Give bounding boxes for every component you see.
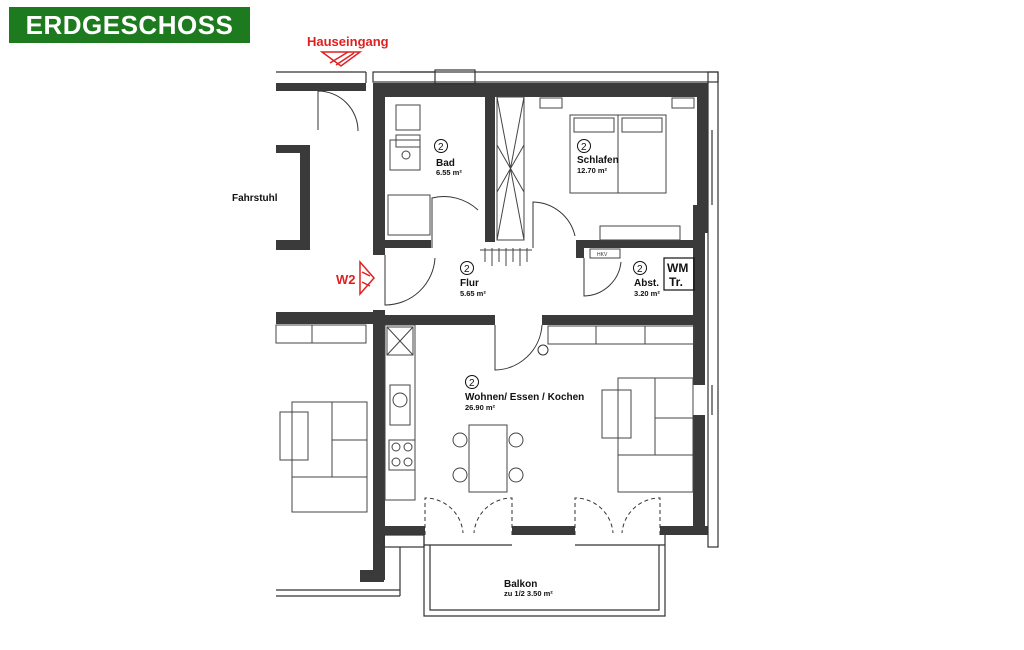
tr-label: Tr. <box>669 275 683 289</box>
balkon-area: zu 1/2 3.50 m² <box>504 589 553 598</box>
abst-number: 2 <box>637 264 643 275</box>
tv-table <box>601 389 632 439</box>
floor-title: ERDGESCHOSS <box>25 9 234 40</box>
entrance-arrow <box>319 51 363 67</box>
dining-table <box>468 424 508 493</box>
wm-label: WM <box>667 261 688 275</box>
elevator-label: Fahrstuhl <box>232 193 278 204</box>
walls <box>276 83 708 582</box>
wardrobe <box>496 96 525 241</box>
flur-name: Flur <box>460 278 479 289</box>
shower <box>387 194 431 236</box>
furniture <box>275 96 695 513</box>
wall-bed-bottom <box>576 240 696 248</box>
floor-title-banner: ERDGESCHOSS <box>9 7 250 43</box>
room-number-circles <box>434 139 647 389</box>
wall-abst-left <box>576 240 584 258</box>
wall-left-lower <box>373 310 385 580</box>
wall-right-upper <box>697 83 708 233</box>
wall-elevator-bottom <box>276 240 310 250</box>
wall-right-mid <box>693 205 705 385</box>
wall-living-bottom-a <box>385 526 425 535</box>
wall-living-bottom-c <box>660 526 708 535</box>
wall-top-bedroom <box>488 83 708 97</box>
abst-name: Abst. <box>634 278 659 289</box>
wall-elevator-right <box>300 145 310 250</box>
balkon-name: Balkon <box>504 579 537 590</box>
wm-box <box>663 257 695 291</box>
hkv-label: HKV <box>597 252 608 258</box>
sink <box>389 139 421 171</box>
wall-neighbour-bottom <box>360 570 384 582</box>
abst-area: 3.20 m² <box>634 289 660 298</box>
schlafen-number: 2 <box>581 142 587 153</box>
stair-arrow <box>359 260 375 296</box>
toilet <box>395 104 421 131</box>
outline-lines <box>276 69 719 617</box>
bad-name: Bad <box>436 158 455 169</box>
door-arcs <box>317 90 661 535</box>
wall-top-bad <box>373 83 491 97</box>
wall-neighbour-mid <box>276 312 374 324</box>
flur-number: 2 <box>464 264 470 275</box>
cooktop <box>388 439 416 471</box>
wohnen-area: 26.90 m² <box>465 403 496 412</box>
wall-bad-bottom <box>385 240 431 248</box>
flur-area: 5.65 m² <box>460 289 486 298</box>
wall-elevator-left <box>276 145 310 153</box>
wall-left-upper <box>373 83 385 255</box>
wall-living-bottom-b <box>512 526 575 535</box>
wohnen-name: Wohnen/ Essen / Kochen <box>465 392 584 403</box>
entrance-label: Hauseingang <box>307 34 389 49</box>
wall-neighbour-top <box>276 83 366 91</box>
stair-marker-label: W2 <box>336 272 356 287</box>
wall-flur-bottom-right <box>542 315 697 325</box>
schlafen-name: Schlafen <box>577 155 619 166</box>
kitchen-sink <box>389 384 411 426</box>
wall-bad-bed <box>485 92 495 242</box>
wohnen-number: 2 <box>469 378 475 389</box>
kitchen-counter <box>384 324 416 501</box>
wall-flur-bottom-left <box>385 315 495 325</box>
bad-number: 2 <box>438 142 444 153</box>
schlafen-area: 12.70 m² <box>577 166 608 175</box>
wall-right-lower <box>693 415 705 535</box>
bad-area: 6.55 m² <box>436 168 462 177</box>
